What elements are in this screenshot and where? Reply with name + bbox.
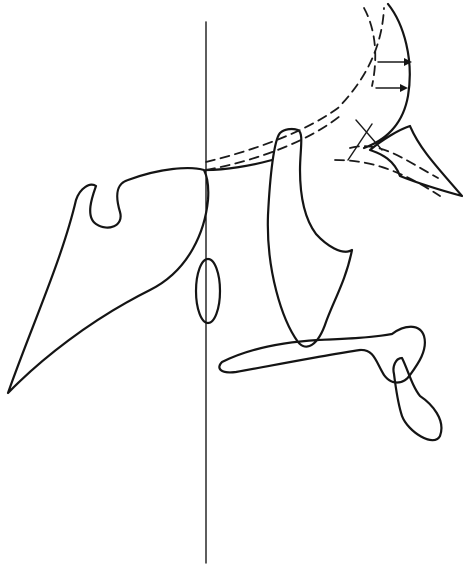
cross-stroke-2 xyxy=(348,124,372,160)
mandible-outline xyxy=(8,168,208,393)
dashed-arc-top xyxy=(364,8,375,86)
upper-connector-line xyxy=(206,160,272,170)
lower-right-lobe xyxy=(393,358,441,440)
dashed-lower-right xyxy=(335,160,440,196)
middle-bone-outline xyxy=(268,129,352,347)
dashed-contour-outer xyxy=(206,8,384,162)
arrow-upper xyxy=(378,58,412,66)
arrow-lower xyxy=(376,84,408,92)
small-oval-element xyxy=(196,259,220,323)
